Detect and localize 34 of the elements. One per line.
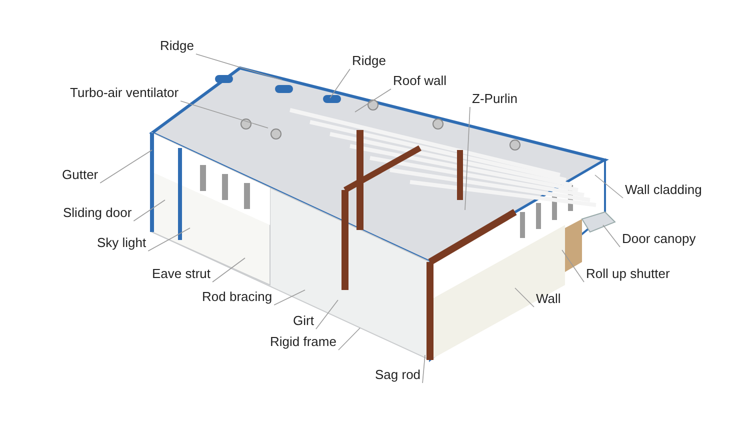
part-label: Girt	[293, 313, 314, 328]
part-label: Roof wall	[393, 73, 446, 88]
leader-line	[316, 300, 338, 330]
part-label: Ridge	[352, 53, 386, 68]
leader-line	[180, 100, 268, 128]
part-label: Rod bracing	[202, 289, 272, 304]
part-label: Gutter	[62, 167, 98, 182]
part-label: Door canopy	[622, 231, 696, 246]
part-label: Rigid frame	[270, 334, 336, 349]
leader-line	[514, 288, 534, 308]
leader-line	[594, 174, 624, 198]
leader-line	[212, 258, 246, 282]
part-label: Sliding door	[63, 205, 132, 220]
leader-line	[338, 328, 360, 350]
leader-line	[100, 150, 152, 184]
leader-line	[330, 68, 350, 98]
part-label: Wall	[536, 291, 561, 306]
leader-line	[354, 88, 392, 112]
leader-line	[464, 106, 470, 210]
part-label: Eave strut	[152, 266, 211, 281]
leader-line	[602, 224, 620, 248]
leader-line	[148, 228, 190, 252]
part-label: Wall cladding	[625, 182, 702, 197]
part-label: Ridge	[160, 38, 194, 53]
leader-line	[422, 354, 426, 384]
leader-line	[562, 250, 584, 282]
leader-line	[274, 290, 306, 306]
part-label: Turbo-air ventilator	[70, 85, 179, 100]
part-label: Sky light	[97, 235, 146, 250]
part-label: Sag rod	[375, 367, 421, 382]
leader-line	[196, 54, 282, 80]
leader-line	[133, 200, 166, 222]
part-label: Z-Purlin	[472, 91, 518, 106]
part-label: Roll up shutter	[586, 266, 670, 281]
